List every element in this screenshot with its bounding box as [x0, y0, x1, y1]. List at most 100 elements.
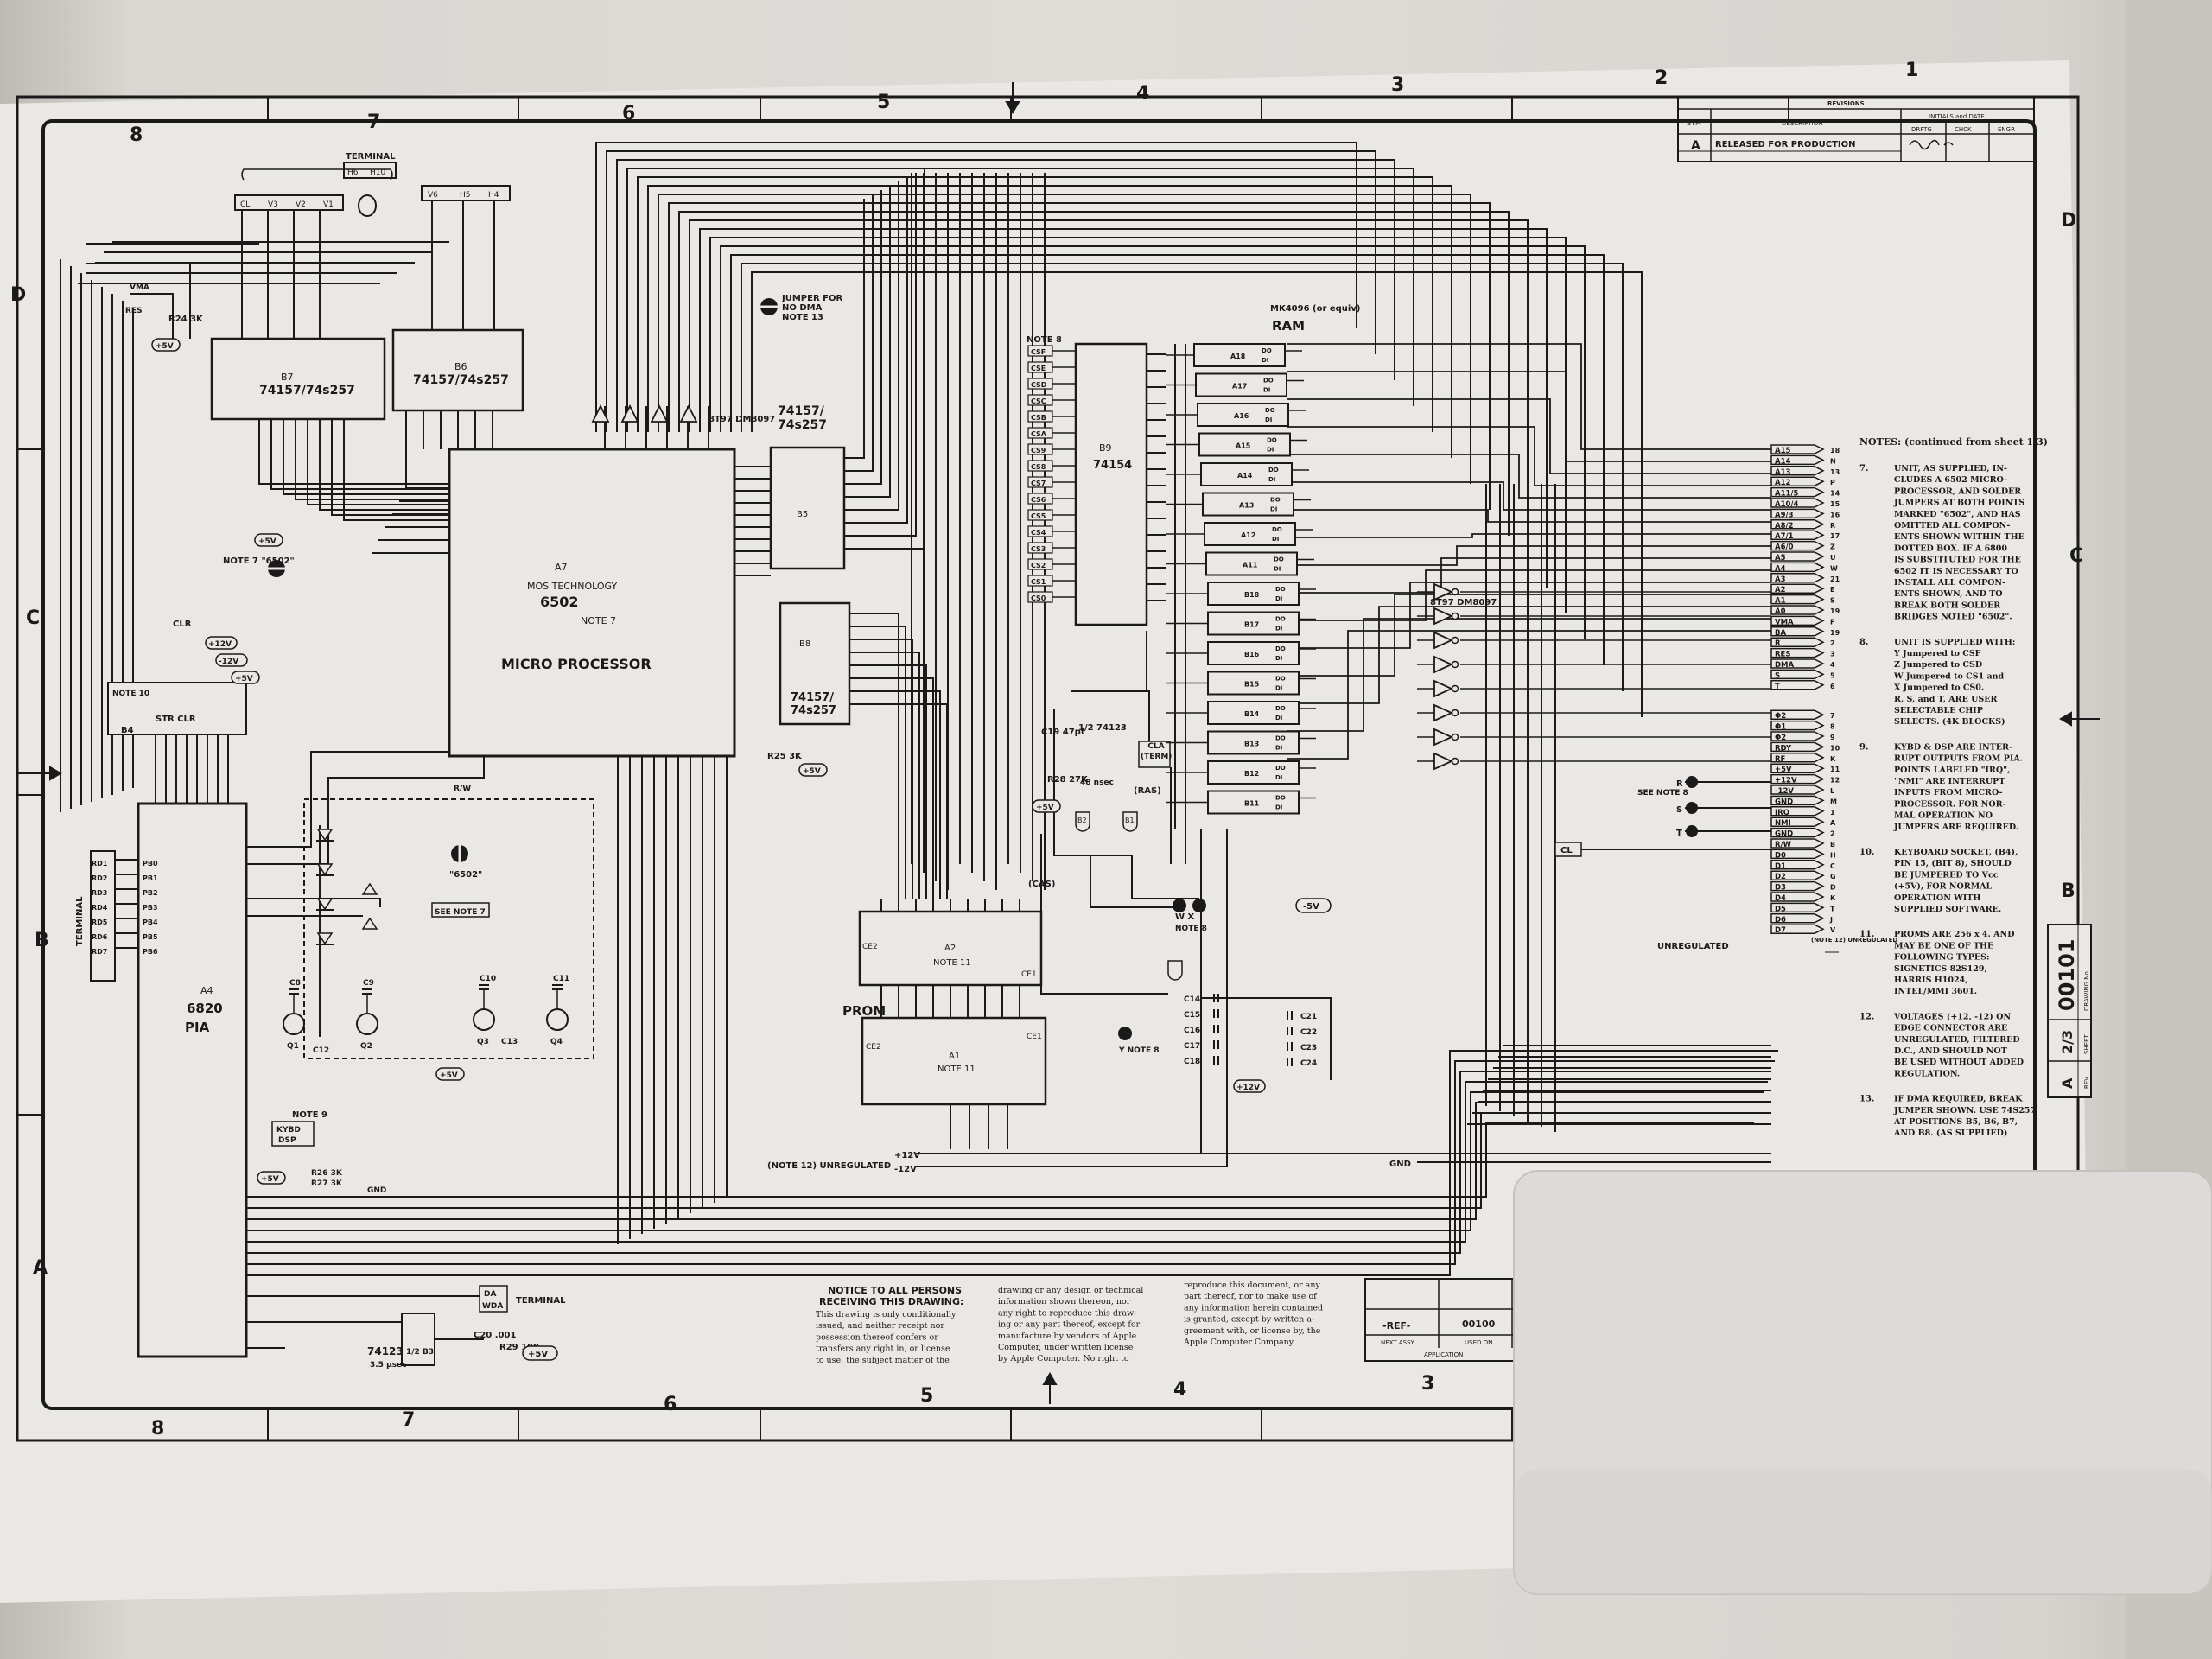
edge-pin-label: D0: [1775, 851, 1786, 860]
notice-line: manufacture by vendors of Apple: [998, 1332, 1137, 1341]
edge-pin-number: 17: [1830, 532, 1840, 540]
edge-pin-label: D2: [1775, 873, 1786, 881]
notice-line: drawing or any design or technical: [998, 1286, 1143, 1295]
note-line: FOLLOWING TYPES:: [1894, 953, 1989, 963]
buffer-triangle: [1433, 752, 1454, 771]
a2-ce1: CE1: [1021, 970, 1037, 979]
ram-do-pin: DO: [1270, 497, 1281, 504]
a1-ce2: CE2: [866, 1043, 881, 1052]
edge-pin: [1770, 466, 1825, 476]
note-line: UNIT IS SUPPLIED WITH:: [1894, 638, 2015, 647]
note-line: BRIDGES NOTED "6502".: [1894, 613, 2012, 622]
wire: [626, 168, 1414, 432]
ram-chip: [1207, 582, 1300, 606]
wire: [658, 194, 1471, 484]
title-application: APPLICATION: [1424, 1351, 1463, 1358]
c12-label: C12: [313, 1046, 329, 1055]
res-label: RES: [125, 307, 143, 315]
edge-pin-label: A9/3: [1775, 511, 1794, 519]
edge-pin-number: B: [1830, 841, 1835, 849]
edge-pin-label: IRQ: [1775, 809, 1789, 817]
wire: [689, 219, 1529, 562]
note-line: UNIT, AS SUPPLIED, IN-: [1894, 464, 2007, 474]
ram-di-pin: DI: [1272, 536, 1279, 543]
chip-b6: B6 74157/74s257: [391, 328, 524, 412]
note-line: W Jumpered to CS1 and: [1893, 671, 2005, 681]
edge-pin-number: 8: [1830, 723, 1835, 731]
note-line: BREAK BOTH SOLDER: [1894, 601, 2000, 610]
transistor: [473, 1008, 495, 1031]
note-line: SELECTS. (4K BLOCKS): [1894, 717, 2005, 727]
edge-pin: [1770, 562, 1825, 573]
cs-label: CS2: [1031, 562, 1046, 569]
edge-pin: [1770, 817, 1825, 827]
ram-part: MK4096 (or equiv): [1270, 304, 1360, 314]
cl-label: CL: [1560, 846, 1573, 855]
edge-pin: [1770, 669, 1825, 680]
wire: [1287, 481, 1771, 511]
note-line: 6502 IT IS NECESSARY TO: [1894, 567, 2018, 576]
cs-label: CS4: [1031, 529, 1046, 537]
b5-part: 74157/ 74s257: [778, 404, 828, 432]
note-line: AND B8. (AS SUPPLIED): [1893, 1128, 2007, 1138]
pia-part: 6820: [187, 1001, 223, 1016]
edge-pin-label: D7: [1775, 926, 1786, 935]
note-line: SIGNETICS 82S129,: [1894, 964, 1987, 974]
zone-top-5: 5: [877, 92, 890, 113]
diode: [316, 863, 334, 876]
keyboard-socket-b4: B4 STR CLR NOTE 10 CLR: [107, 620, 247, 735]
wire: [1090, 855, 1179, 908]
a74123-time: 3.5 µsec: [370, 1361, 407, 1370]
wire: [849, 690, 941, 899]
pb-pin: PB1: [143, 874, 158, 882]
r28-label: R28 27K: [1047, 775, 1089, 785]
minus12-bottom: -12V: [894, 1165, 917, 1174]
ram-chip-ref: B12: [1244, 770, 1259, 778]
ram-do-pin: DO: [1263, 378, 1274, 385]
note-line: REGULATION.: [1894, 1069, 1960, 1078]
transistor-label: Q4: [550, 1038, 563, 1046]
edge-pin-number: 2: [1830, 830, 1835, 838]
note-number: 7.: [1859, 464, 1868, 474]
edge-pin: [1770, 615, 1825, 626]
h-pin-6: H6: [347, 168, 359, 177]
wire: [295, 419, 449, 500]
edge-pin: [1770, 753, 1825, 763]
zone-labels-left: D C B A: [10, 284, 49, 1279]
edge-pin-label: R: [1775, 639, 1781, 648]
wire: [1287, 398, 1771, 474]
edge-pin: [1770, 637, 1825, 647]
pb-pin: PB6: [143, 948, 158, 956]
ram-chip-ref: A16: [1234, 412, 1249, 420]
edge-pin: [1770, 444, 1825, 454]
edge-pin-label: D1: [1775, 862, 1786, 871]
ram-do-pin: DO: [1268, 467, 1279, 474]
pb-pin: PB4: [143, 918, 158, 926]
wire: [270, 419, 449, 490]
ram-do-pin: DO: [1275, 676, 1286, 683]
s-jumper-label: S: [1676, 805, 1682, 815]
note-line: PROCESSOR. FOR NOR-: [1894, 799, 2005, 809]
note-line: INTEL/MMI 3601.: [1894, 987, 1977, 996]
note-line: SELECTABLE CHIP: [1894, 706, 1983, 715]
notes-heading: NOTES: (continued from sheet 1/3): [1859, 436, 2048, 448]
edge-pin-label: A13: [1775, 468, 1790, 477]
notice-line: by Apple Computer. No right to: [998, 1354, 1129, 1363]
cs-line-labels: CSFCSECSDCSCCSBCSACS9CS8CS7CS6CS5CS4CS3C…: [1027, 345, 1076, 603]
buffer-triangle-top: [650, 404, 669, 423]
note-line: MAL OPERATION NO: [1894, 811, 1993, 821]
cs-label: CS8: [1031, 463, 1046, 471]
rd-pin: RD6: [92, 933, 108, 941]
note-line: "NMI" ARE INTERRUPT: [1894, 777, 2005, 786]
edge-pin-number: 12: [1830, 777, 1840, 785]
plus5v-pia: +5V: [235, 675, 253, 683]
v-pin-v6: V6: [428, 191, 438, 200]
notes-items: 7.UNIT, AS SUPPLIED, IN-CLUDES A 6502 MI…: [1859, 464, 2036, 1138]
b7-ref: B7: [281, 372, 294, 383]
wire: [283, 419, 449, 495]
jumpers-rst: R S T: [1676, 776, 1698, 838]
wire: [849, 652, 920, 899]
edge-pin-label: NMI: [1775, 819, 1791, 828]
wire: [849, 664, 927, 899]
edge-pin-label: A1: [1775, 597, 1786, 606]
